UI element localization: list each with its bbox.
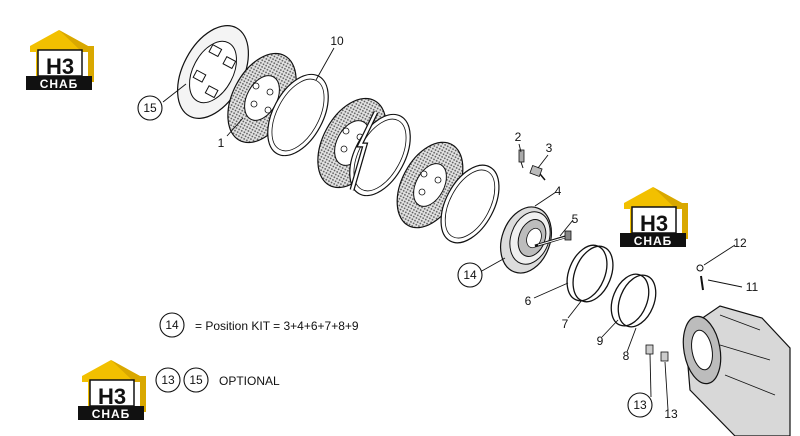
housing: [682, 305, 791, 436]
break-symbol: [349, 110, 379, 191]
legend-optional: 13 15 OPTIONAL: [155, 367, 280, 393]
part-3-small-bolt: [529, 165, 546, 181]
callout-7: 7: [562, 317, 569, 331]
part-5-bolt: [534, 230, 572, 248]
part-10-steel-plate: [267, 73, 329, 157]
steel-plate-3: [440, 164, 500, 244]
callout-15: 15: [137, 95, 163, 121]
svg-text:14: 14: [463, 268, 477, 282]
logo-watermark-bottom-left: H3 СНАБ: [77, 359, 147, 421]
svg-text:СНАБ: СНАБ: [40, 77, 79, 91]
callout-12: 12: [733, 236, 747, 250]
callout-11: 11: [746, 280, 759, 294]
part-12-ball: [696, 264, 704, 272]
svg-text:13: 13: [633, 398, 647, 412]
part-11-spring: [700, 275, 704, 291]
svg-text:15: 15: [143, 101, 157, 115]
svg-text:H3: H3: [98, 384, 126, 409]
svg-text:СНАБ: СНАБ: [634, 234, 673, 248]
callout-13: 13: [664, 407, 678, 421]
callout-3: 3: [546, 141, 553, 155]
callout-10: 10: [330, 34, 344, 48]
part-6-7-seal-rings: [566, 244, 614, 303]
callout-8: 8: [623, 349, 630, 363]
svg-text:15: 15: [189, 373, 203, 387]
callout-2: 2: [515, 130, 522, 144]
callout-9: 9: [597, 334, 604, 348]
part-4-piston: [500, 206, 552, 274]
callout-1: 1: [218, 136, 225, 150]
svg-text:13: 13: [161, 373, 175, 387]
part-8-9-seal-rings: [610, 273, 657, 328]
svg-text:СНАБ: СНАБ: [92, 407, 131, 421]
logo-watermark-right: H3 СНАБ: [619, 186, 689, 248]
svg-text:H3: H3: [640, 211, 668, 236]
callout-13-circled: 13: [627, 392, 653, 418]
svg-text:= Position KIT = 3+4+6+7+8+9: = Position KIT = 3+4+6+7+8+9: [195, 319, 359, 333]
part-15-backing-plate: [177, 25, 249, 119]
leader-lines: [162, 47, 743, 411]
callout-14: 14: [457, 262, 483, 288]
svg-text:OPTIONAL: OPTIONAL: [219, 374, 280, 388]
part-13-plugs: [645, 344, 669, 362]
callout-5: 5: [572, 212, 579, 226]
part-2-pin: [518, 149, 525, 169]
logo-watermark-top-left: H3 СНАБ: [25, 29, 95, 91]
legend-kit: 14 = Position KIT = 3+4+6+7+8+9: [159, 312, 359, 338]
svg-text:H3: H3: [46, 54, 74, 79]
callout-4: 4: [555, 184, 562, 198]
callout-6: 6: [525, 294, 532, 308]
svg-text:14: 14: [165, 318, 179, 332]
